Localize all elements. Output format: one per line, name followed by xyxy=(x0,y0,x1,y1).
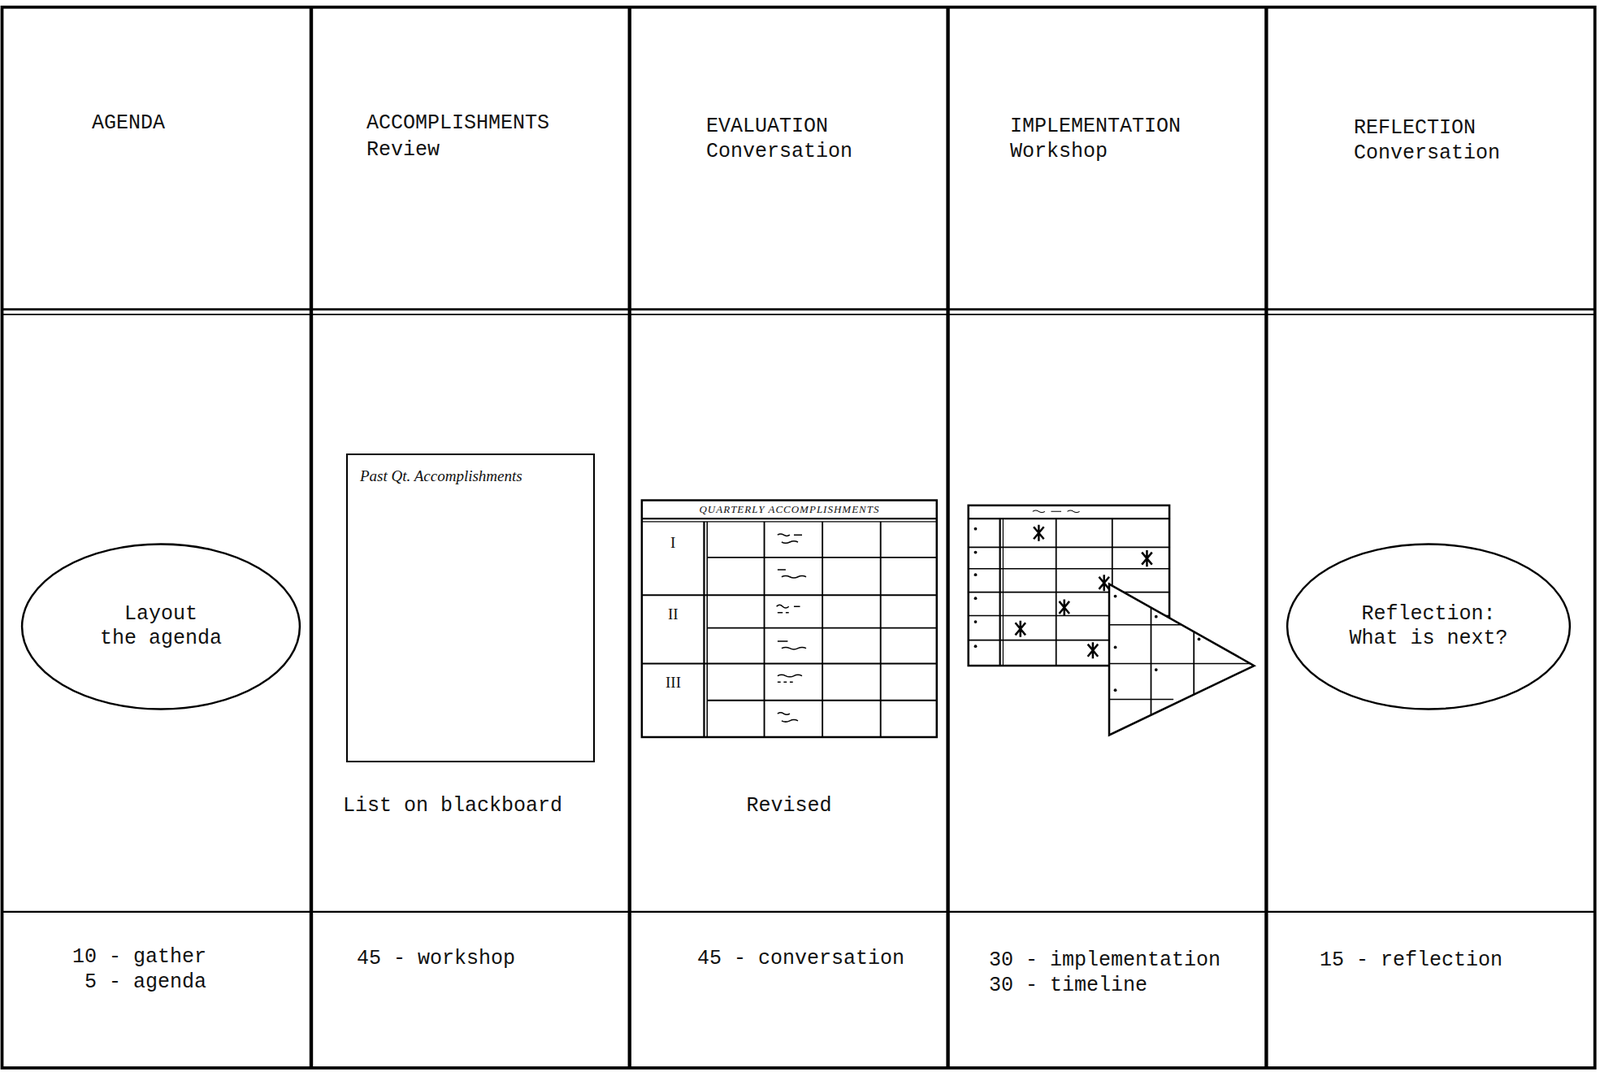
header-cell: REFLECTIONConversation xyxy=(1266,0,1595,312)
text-holder: 15 - reflection xyxy=(1319,948,1503,973)
label-text: 15 - reflection xyxy=(1319,948,1503,973)
header-cell: ACCOMPLISHMENTSReview xyxy=(311,0,630,312)
text-holder: III xyxy=(665,670,681,695)
text-holder: 30 - implementation xyxy=(988,948,1221,973)
text-holder: EVALUATION xyxy=(706,114,829,139)
text-holder: II xyxy=(667,602,679,627)
label-text: Conversation xyxy=(706,139,853,165)
label-text: Reflection: What is next? xyxy=(1345,602,1513,651)
blackboard-list: Past Qt. Accomplishments xyxy=(346,453,595,763)
label-text: List on blackboard xyxy=(342,793,563,819)
text-holder: 30 - timeline xyxy=(988,973,1148,998)
label-text: 30 - timeline xyxy=(988,973,1148,998)
workshop-cell: List on blackboard Past Qt. Accomplishmen… xyxy=(311,311,630,911)
agenda-ellipse: Layout the agenda xyxy=(20,542,302,712)
time-cell: 45 - workshop xyxy=(311,910,630,1067)
text-holder: Layout the agenda xyxy=(20,542,302,712)
quarterly-chart-drawing xyxy=(641,500,937,738)
label-text: 10 - gather xyxy=(72,945,207,970)
text-holder: I xyxy=(670,530,676,556)
time-cell: 30 - implementation30 - timeline xyxy=(948,910,1267,1067)
label-text: Layout the agenda xyxy=(95,602,226,651)
label-text: 45 - workshop xyxy=(356,946,516,972)
roman-numeral: III xyxy=(665,674,681,691)
text-holder: IMPLEMENTATION xyxy=(1010,114,1181,139)
time-cell: 45 - conversation xyxy=(629,910,949,1067)
text-holder: ACCOMPLISHMENTS xyxy=(366,111,550,136)
label-text: 45 - conversation xyxy=(697,946,905,972)
text-holder: 45 - conversation xyxy=(697,946,905,972)
text-holder: Conversation xyxy=(706,139,853,165)
time-cell: 10 - gather5 - agenda xyxy=(0,910,312,1067)
wrap-spacer xyxy=(95,602,105,627)
header-cell: AGENDA xyxy=(0,0,312,312)
text-holder: Revised xyxy=(629,793,949,819)
header-cell: IMPLEMENTATIONWorkshop xyxy=(948,0,1267,312)
text-holder: 5 - agenda xyxy=(84,970,207,995)
text-holder: Conversation xyxy=(1353,141,1501,166)
label-text: ACCOMPLISHMENTS xyxy=(366,111,550,136)
label-text: EVALUATION xyxy=(706,114,829,139)
label-text: REFLECTION xyxy=(1353,116,1476,141)
text-holder: List on blackboard xyxy=(342,793,563,819)
label-text: Revised xyxy=(745,793,832,819)
label-text: AGENDA xyxy=(91,111,165,136)
text-holder: Workshop xyxy=(1010,139,1108,165)
label-text: Conversation xyxy=(1353,141,1501,166)
timeline-drawing xyxy=(968,505,1255,736)
label-text: QUARTERLY ACCOMPLISHMENTS xyxy=(698,502,880,516)
text-holder: Past Qt. Accomplishments xyxy=(359,463,523,489)
roman-numeral: I xyxy=(670,534,676,551)
text-holder: QUARTERLY ACCOMPLISHMENTS xyxy=(641,499,937,519)
quarterly-chart: QUARTERLY ACCOMPLISHMENTS xyxy=(641,499,937,738)
text-holder: REFLECTION xyxy=(1353,116,1476,141)
text-holder: Review xyxy=(366,138,440,163)
wrap-spacer xyxy=(217,602,226,627)
text-holder: Reflection: What is next? xyxy=(1285,542,1572,712)
label-text: 30 - implementation xyxy=(988,948,1221,973)
label-text: Review xyxy=(366,138,440,163)
label-text: IMPLEMENTATION xyxy=(1010,114,1181,139)
ellipse-shape xyxy=(1287,543,1570,709)
reflection-ellipse: Reflection: What is next? xyxy=(1285,542,1572,712)
label-text: Past Qt. Accomplishments xyxy=(359,466,523,486)
label-text: 5 - agenda xyxy=(84,970,207,995)
text-holder: 10 - gather xyxy=(72,945,207,970)
ellipse-shape xyxy=(21,543,300,709)
text-holder: 45 - workshop xyxy=(356,946,516,972)
text-holder: AGENDA xyxy=(91,111,165,136)
header-cell: EVALUATIONConversation xyxy=(629,0,949,312)
label-text: Workshop xyxy=(1010,139,1108,165)
roman-numeral: II xyxy=(667,606,679,623)
table-grid xyxy=(2,7,1596,1068)
time-cell: 15 - reflection xyxy=(1266,910,1595,1067)
